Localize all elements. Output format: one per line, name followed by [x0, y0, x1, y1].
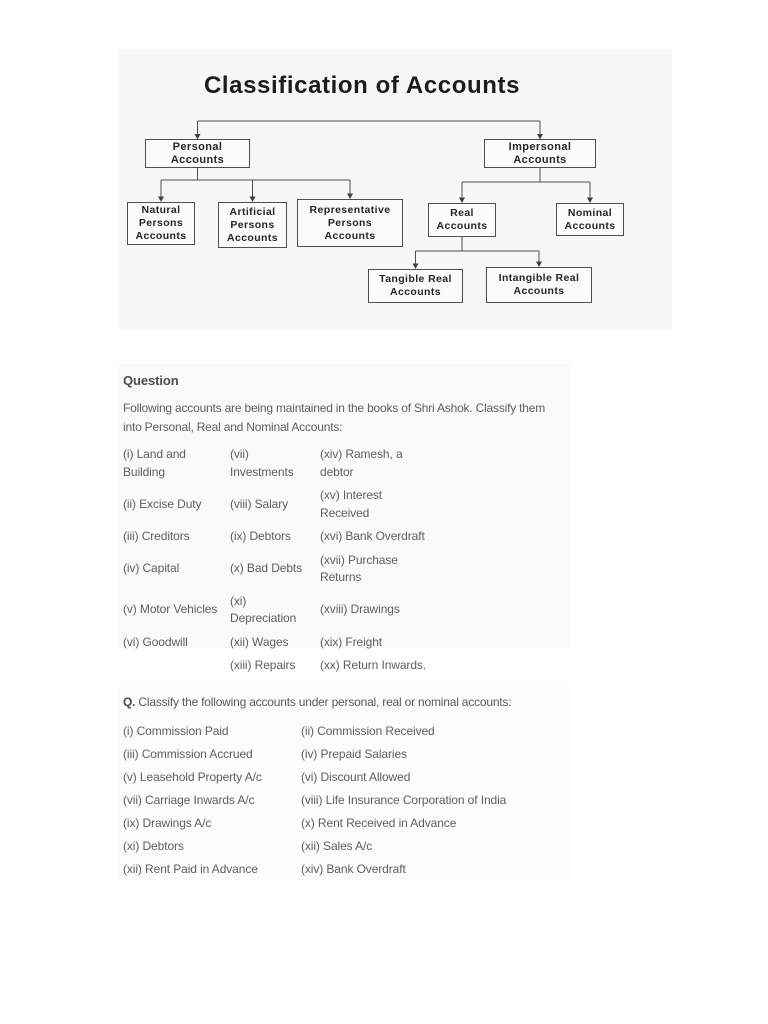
list-item-right: (iv) Prepaid Salaries — [301, 747, 407, 761]
node-label: Natural Persons Accounts — [135, 204, 187, 242]
table-row: (iii) Creditors (ix) Debtors (xvi) Bank … — [123, 525, 570, 549]
list-item-right: (viii) Life Insurance Corporation of Ind… — [301, 793, 507, 807]
table-cell: (xviii) Drawings — [320, 602, 400, 617]
list-item-left: (iii) Commission Accrued — [123, 747, 253, 761]
question-heading: Question — [123, 373, 179, 388]
list-item-left: (ix) Drawings A/c — [123, 816, 212, 830]
node-nominal-accounts: Nominal Accounts — [556, 203, 624, 236]
table-cell: (xvii) Purchase Returns — [320, 552, 398, 585]
flowchart-title: Classification of Accounts — [203, 72, 521, 99]
node-intangible-real-accounts: Intangible Real Accounts — [486, 267, 592, 303]
list-item-left: (v) Leasehold Property A/c — [123, 770, 262, 784]
question-intro: Following accounts are being maintained … — [123, 401, 546, 434]
list-item: (i) Commission Paid (ii) Commission Rece… — [123, 720, 570, 743]
table-cell: (vii) Investments — [230, 447, 294, 479]
node-natural-persons: Natural Persons Accounts — [127, 202, 195, 245]
list-item: (ix) Drawings A/c (x) Rent Received in A… — [123, 812, 570, 835]
list-item-left: (xi) Debtors — [123, 839, 184, 853]
node-label: Representative Persons Accounts — [309, 203, 391, 242]
flowchart-section: Classification of Accounts Personal Acc — [119, 50, 672, 330]
list-item: (vii) Carriage Inwards A/c (viii) Life I… — [123, 789, 570, 812]
table-cell: (xx) Return Inwards. — [320, 658, 427, 672]
table-row: (iv) Capital (x) Bad Debts (xvii) Purcha… — [123, 549, 570, 590]
list-item: (v) Leasehold Property A/c (vi) Discount… — [123, 766, 570, 789]
list-item: (xi) Debtors (xii) Sales A/c — [123, 835, 570, 858]
node-real-accounts: Real Accounts — [428, 203, 496, 237]
flowchart-connectors — [158, 120, 593, 269]
table-cell: (ix) Debtors — [230, 529, 291, 543]
table-cell: (xvi) Bank Overdraft — [320, 529, 425, 543]
node-label: Artificial Persons Accounts — [226, 205, 279, 244]
list-item-right: (xiv) Bank Overdraft — [301, 862, 406, 876]
list-item: (xii) Rent Paid in Advance (xiv) Bank Ov… — [123, 858, 570, 881]
node-label: Intangible Real Accounts — [498, 272, 580, 297]
table-row: (vi) Goodwill (xii) Wages (xix) Freight — [123, 631, 570, 655]
classify-q-label: Q. — [123, 695, 136, 709]
table-cell: (iv) Capital — [123, 561, 180, 576]
node-label: Impersonal Accounts — [508, 140, 572, 166]
table-cell: (xv) Interest Received — [320, 488, 383, 520]
list-item-left: (xii) Rent Paid in Advance — [123, 862, 258, 876]
node-tangible-real-accounts: Tangible Real Accounts — [368, 269, 463, 303]
node-label: Tangible Real Accounts — [379, 273, 452, 298]
classify-list: (i) Commission Paid (ii) Commission Rece… — [123, 720, 570, 881]
table-cell: (xiv) Ramesh, a debtor — [320, 447, 403, 479]
list-item-right: (xii) Sales A/c — [301, 839, 373, 853]
list-item-right: (vi) Discount Allowed — [301, 770, 411, 784]
accounts-table: (i) Land and Building (vii) Investments … — [123, 443, 570, 678]
node-label: Personal Accounts — [170, 140, 225, 166]
table-row: (i) Land and Building (vii) Investments … — [123, 443, 570, 484]
table-cell: (xii) Wages — [230, 634, 289, 649]
node-label: Real Accounts — [436, 207, 488, 232]
table-row: (v) Motor Vehicles (xi) Depreciation (xv… — [123, 590, 570, 631]
list-item: (iii) Commission Accrued (iv) Prepaid Sa… — [123, 743, 570, 766]
table-cell: (iii) Creditors — [123, 529, 190, 543]
node-artificial-persons: Artificial Persons Accounts — [218, 202, 287, 248]
list-item-right: (ii) Commission Received — [301, 724, 435, 738]
table-cell: (v) Motor Vehicles — [123, 602, 218, 617]
classify-section: Q. Classify the following accounts under… — [117, 686, 570, 880]
table-cell: (x) Bad Debts — [230, 561, 303, 576]
table-cell: (xiii) Repairs — [230, 658, 296, 672]
table-cell: (xi) Depreciation — [230, 593, 297, 626]
list-item-right: (x) Rent Received in Advance — [301, 816, 457, 830]
table-row: (ii) Excise Duty (viii) Salary (xv) Inte… — [123, 484, 570, 525]
classify-q-text: Classify the following accounts under pe… — [135, 695, 512, 709]
list-item-left: (vii) Carriage Inwards A/c — [123, 793, 255, 807]
table-cell: (ii) Excise Duty — [123, 496, 202, 511]
question-section: Question Following accounts are being ma… — [117, 364, 570, 672]
node-impersonal-accounts: Impersonal Accounts — [484, 139, 596, 168]
node-representative-persons: Representative Persons Accounts — [297, 199, 403, 247]
table-cell: (xix) Freight — [320, 634, 383, 649]
node-label: Nominal Accounts — [564, 206, 616, 232]
table-row: (xiii) Repairs (xx) Return Inwards. — [123, 654, 570, 678]
node-personal-accounts: Personal Accounts — [145, 139, 250, 168]
table-cell: (vi) Goodwill — [123, 634, 188, 649]
table-cell: (viii) Salary — [230, 496, 289, 511]
list-item-left: (i) Commission Paid — [123, 724, 229, 738]
table-cell: (i) Land and Building — [123, 447, 186, 479]
classify-question: Q. Classify the following accounts under… — [123, 694, 570, 710]
